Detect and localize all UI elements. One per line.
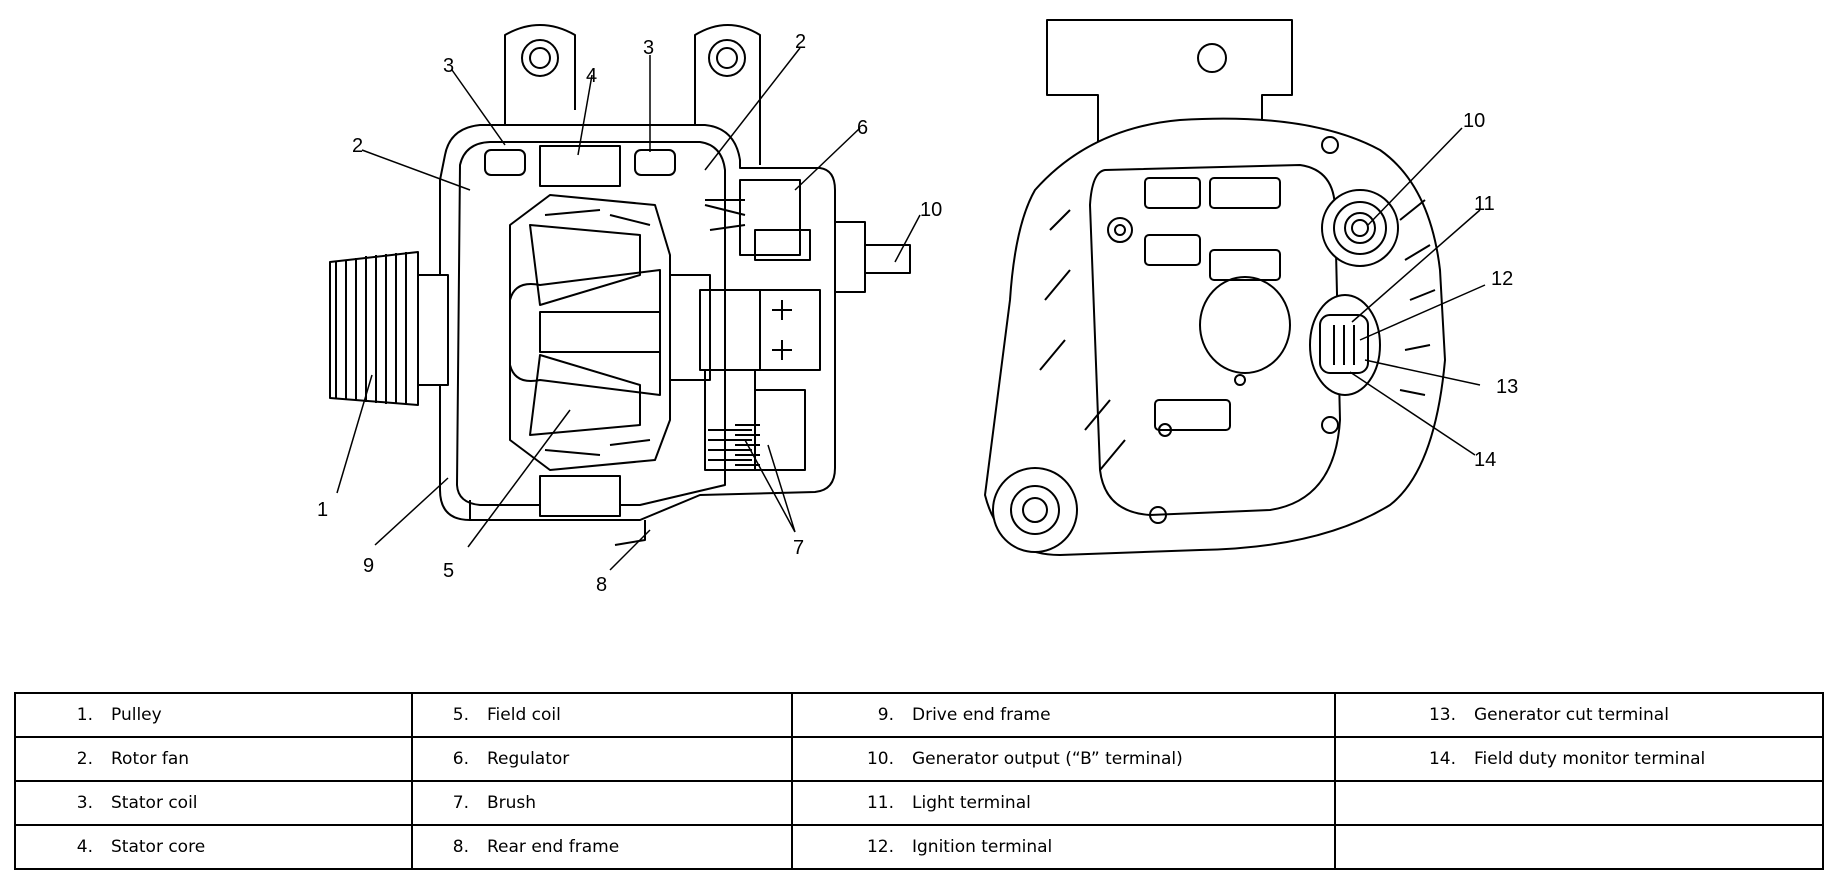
table-row: 2.Rotor fan 6.Regulator 10.Generator out… [14,736,1824,782]
legend-cell: 9.Drive end frame [791,692,1336,738]
callout-2-top: 2 [795,31,806,53]
callout-12: 12 [1491,268,1513,290]
leader-lines [336,47,1486,571]
table-row: 3.Stator coil 7.Brush 11.Light terminal [14,780,1824,826]
callout-8: 8 [596,574,607,596]
legend-cell: 7.Brush [411,780,793,826]
callout-4: 4 [586,65,597,87]
callout-3-left: 3 [443,55,454,77]
legend-cell: 12.Ignition terminal [791,824,1336,870]
callout-labels: 1 2 2 3 3 4 5 6 7 8 9 10 10 11 12 13 14 [317,31,1518,596]
legend-cell: 1.Pulley [14,692,413,738]
legend-cell: 14.Field duty monitor terminal [1334,736,1824,782]
rear-view [984,19,1446,556]
legend-cell: 4.Stator core [14,824,413,870]
alternator-diagram: 1 2 2 3 3 4 5 6 7 8 9 10 10 11 12 13 14 [317,19,1518,596]
callout-2-left: 2 [352,135,363,157]
sectional-view [329,24,911,546]
callout-13: 13 [1496,376,1518,398]
rotor-shape [509,194,671,471]
callout-7: 7 [793,537,804,559]
callout-6: 6 [857,117,868,139]
callout-10-right: 10 [1463,110,1485,132]
parts-legend-table: 1.Pulley 5.Field coil 9.Drive end frame … [14,692,1824,870]
legend-cell: 3.Stator coil [14,780,413,826]
pulley-shape [329,251,449,406]
callout-3-right: 3 [643,37,654,59]
callout-1: 1 [317,499,328,521]
legend-cell: 13.Generator cut terminal [1334,692,1824,738]
legend-cell: 2.Rotor fan [14,736,413,782]
callout-5: 5 [443,560,454,582]
callout-9: 9 [363,555,374,577]
legend-cell: 8.Rear end frame [411,824,793,870]
callout-14: 14 [1474,449,1496,471]
callout-10-left: 10 [920,199,942,221]
table-row: 1.Pulley 5.Field coil 9.Drive end frame … [14,692,1824,738]
legend-cell [1334,780,1824,826]
legend-cell: 5.Field coil [411,692,793,738]
legend-cell [1334,824,1824,870]
legend-cell: 6.Regulator [411,736,793,782]
legend-cell: 10.Generator output (“B” terminal) [791,736,1336,782]
callout-11: 11 [1474,193,1495,215]
legend-cell: 11.Light terminal [791,780,1336,826]
table-row: 4.Stator core 8.Rear end frame 12.Igniti… [14,824,1824,870]
